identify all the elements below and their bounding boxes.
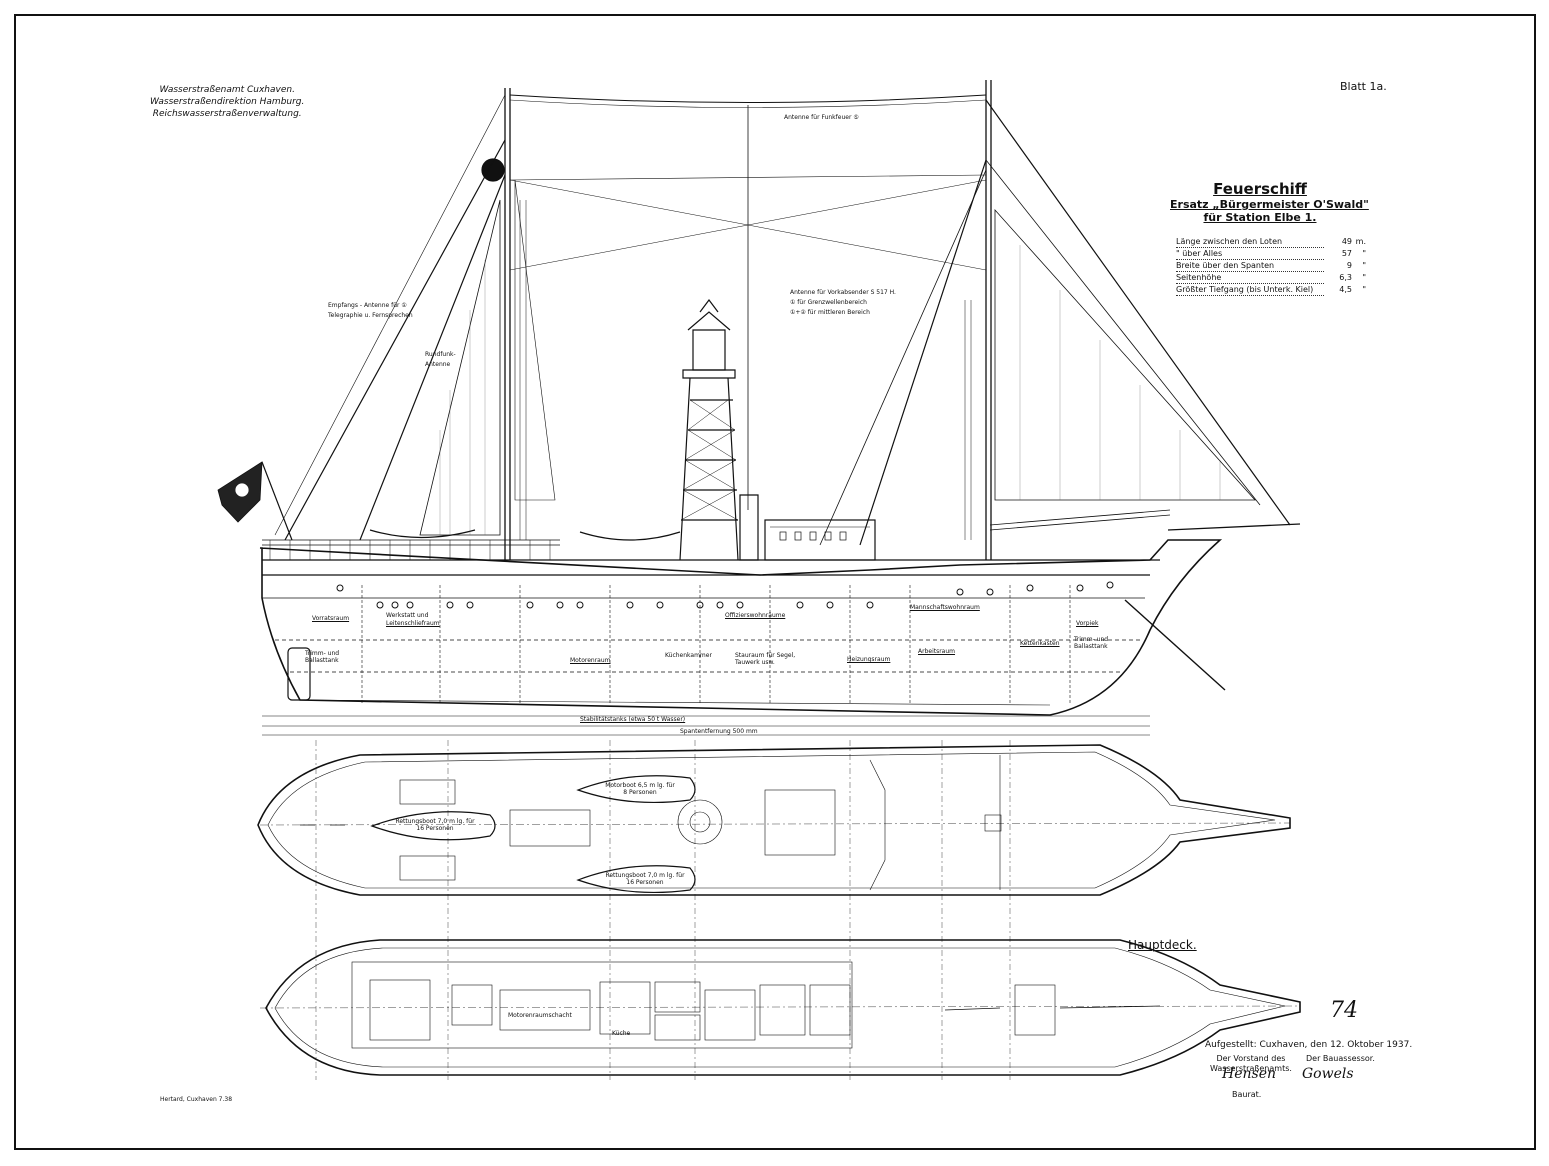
dimension-unit: " (1362, 285, 1366, 294)
main-deck-outline (265, 939, 1301, 1076)
dimension-label: Größter Tiefgang (bis Unterk. Kiel) (1176, 284, 1324, 296)
deckhouse (764, 519, 876, 561)
dimension-value: 6,3 (1339, 273, 1352, 282)
dimension-unit: m. (1355, 237, 1366, 246)
label-kuchen: Küchenkammer (665, 652, 712, 659)
plan-lifeboat-mid (370, 811, 496, 841)
hull-profile (259, 539, 1223, 716)
label-kettenkasten: Kettenkasten (1020, 640, 1060, 647)
dimension-value: 49 (1341, 237, 1352, 246)
label-stauraum: Stauraum für Segel, Tauwerk usw. (735, 652, 796, 666)
page-number: 74 (1330, 998, 1358, 1023)
lifeboat-mid (579, 531, 681, 541)
signature-bauassessor: Gowels (1302, 1066, 1354, 1082)
title-block: Feuerschiff Ersatz „Bürgermeister O'Swal… (1170, 180, 1370, 224)
funnel (739, 494, 759, 561)
label-rettungsboot-2: Rettungsboot 7,0 m lg. für 16 Personen (605, 872, 685, 886)
printer-mark: Hertard, Cuxhaven 7.38 (160, 1096, 233, 1103)
sheet-label: Blatt 1a. (1340, 80, 1387, 93)
baurat-label: Baurat. (1232, 1090, 1262, 1099)
label-stabilitaet: Stabilitätstanks (etwa 50 t Wasser) (580, 716, 686, 723)
title-line-3: für Station Elbe 1. (1203, 211, 1317, 224)
title-line-2: Ersatz „Bürgermeister O'Swald" (1170, 198, 1369, 211)
label-motorenraum: Motorenraum (570, 657, 611, 664)
authority-line-3: Reichswasserstraßenverwaltung. (152, 109, 302, 119)
authority-line-2: Wasserstraßendirektion Hamburg. (150, 97, 305, 107)
light-tower (679, 299, 739, 561)
authority-line-1: Wasserstraßenamt Cuxhaven. (159, 85, 295, 95)
aft-sail (419, 199, 501, 536)
label-arbeitsraum: Arbeitsraum (918, 648, 956, 655)
dimension-unit: " (1362, 261, 1366, 270)
plan-lifeboat-lower (576, 865, 696, 894)
label-grenzwellen: ① für Grenzwellenbereich (790, 299, 867, 306)
dimension-value: 9 (1346, 261, 1352, 270)
label-trimm-ballast: Trimm- und Ballasttank (305, 650, 340, 664)
vorstand-block: Der Vorstand des Wasserstraßenamts. (1210, 1054, 1292, 1074)
label-empfangs-antenne: Empfangs - Antenne für ① (328, 302, 407, 309)
dimension-label: Breite über den Spanten (1176, 260, 1324, 272)
label-antenna-funkfeuer: Antenne für Funkfeuer ⑤ (784, 114, 859, 121)
mizzen-sail (514, 179, 556, 501)
label-mittlerer: ①+② für mittleren Bereich (790, 309, 870, 316)
label-lotsen: Leitenschliefraum (386, 620, 440, 627)
label-trimm-vorn: Trimm- und Ballasttank (1074, 636, 1109, 650)
bauassessor-label: Der Bauassessor. (1306, 1054, 1375, 1063)
label-vorpiek: Vorpiek (1076, 620, 1099, 627)
label-antenne: Antenne (425, 361, 451, 368)
label-rettungsboot-1: Rettungsboot 7,0 m lg. für 16 Personen (395, 818, 475, 832)
sheet-border (14, 14, 1536, 1150)
label-mannschaft: Mannschaftswohnraum (910, 604, 980, 611)
label-werkstatt: Werkstatt und (386, 612, 429, 619)
deckhouse-plan (764, 789, 836, 856)
lantern-base-plan (677, 799, 723, 845)
aufgestellt-line: Aufgestellt: Cuxhaven, den 12. Oktober 1… (1205, 1040, 1413, 1050)
label-vorratsraum: Vorratsraum (312, 615, 350, 622)
dimension-unit: " (1362, 273, 1366, 282)
vorstand-line-2: Wasserstraßenamts. (1210, 1064, 1292, 1073)
label-telegraphie: Telegraphie u. Fernsprechen (328, 312, 413, 319)
dimension-unit: " (1362, 249, 1366, 258)
dimension-row: Breite über den Spanten 9 " (1176, 260, 1366, 272)
aft-mast (504, 88, 511, 560)
label-kuche: Küche (612, 1030, 631, 1037)
label-motorenraumschacht: Motorenraumschacht (508, 1012, 572, 1019)
dimension-value: 4,5 (1339, 285, 1352, 294)
dimension-row: " über Alles 57 " (1176, 248, 1366, 260)
lifeboat-aft (369, 529, 476, 539)
vorstand-line-1: Der Vorstand des (1216, 1054, 1286, 1063)
dimension-label: Seitenhöhe (1176, 272, 1324, 284)
label-offiziere: Offizierswohnräume (725, 612, 786, 619)
label-spantentfernung: Spantentfernung 500 mm (680, 728, 758, 735)
dimension-row: Seitenhöhe 6,3 " (1176, 272, 1366, 284)
plan-motorboat (576, 775, 696, 804)
signature-baurat: Hensen (1222, 1066, 1276, 1082)
flag-staff (261, 461, 293, 541)
day-mark-ball (481, 158, 505, 182)
label-antenne-vorkabsender: Antenne für Vorkabsender S 517 H. (790, 289, 896, 296)
dimension-value: 57 (1341, 249, 1352, 258)
dimension-label: " über Alles (1176, 248, 1324, 260)
title-main: Feuerschiff (1213, 180, 1307, 198)
label-rundfunk: Rundfunk- (425, 351, 456, 358)
rudder (287, 647, 311, 701)
authority-block: Wasserstraßenamt Cuxhaven. Wasserstraßen… (150, 84, 304, 120)
fore-mast (985, 80, 992, 560)
dimension-label: Länge zwischen den Loten (1176, 236, 1324, 248)
label-hauptdeck: Hauptdeck. (1128, 938, 1197, 952)
dimension-row: Größter Tiefgang (bis Unterk. Kiel) 4,5 " (1176, 284, 1366, 296)
deckhouse-main-plan (351, 961, 853, 1049)
label-heizung: Heizungsraum (847, 656, 891, 663)
label-motorboot: Motorboot 6,5 m lg. für 8 Personen (605, 782, 675, 796)
fore-sail (994, 208, 1256, 501)
